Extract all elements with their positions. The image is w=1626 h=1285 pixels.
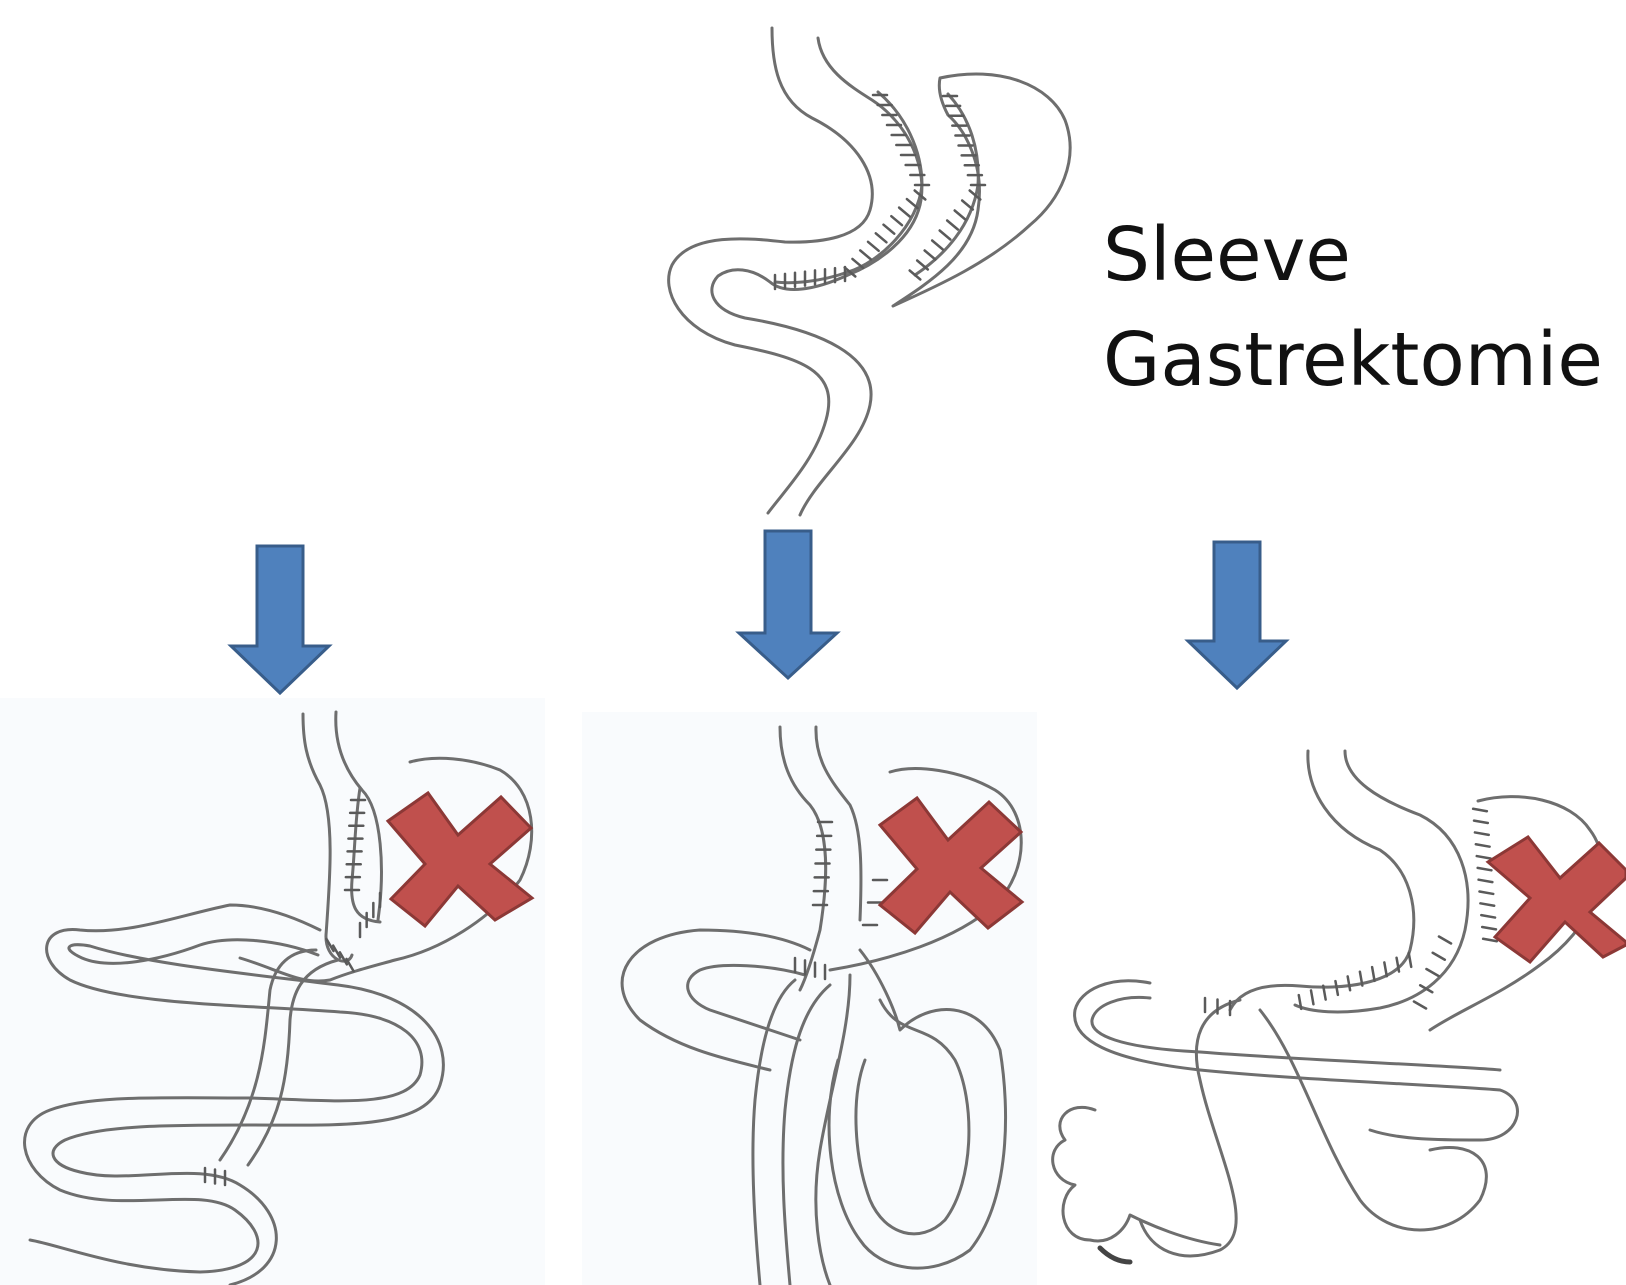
colon-end (1100, 1248, 1130, 1262)
staple-mark (876, 233, 887, 242)
down-arrow-icon (1188, 542, 1286, 688)
down-arrow-icon (739, 531, 837, 678)
staple-mark (1477, 856, 1491, 858)
staple-mark (1480, 903, 1494, 905)
staple-mark (899, 208, 910, 217)
staple-mark (1414, 1002, 1426, 1009)
staple-mark (955, 211, 966, 220)
staple-mark (1475, 832, 1489, 834)
left-arrow (231, 546, 329, 693)
staple-mark (891, 216, 902, 225)
staple-mark (860, 250, 871, 259)
staple-mark (962, 201, 973, 210)
staple-mark (925, 251, 936, 260)
title-line-2: Gastrektomie (1103, 317, 1603, 403)
x-mark-icon (1488, 837, 1626, 962)
staple-mark (1409, 953, 1411, 967)
staple-mark (1433, 953, 1445, 960)
staple-mark (1311, 990, 1313, 1004)
staple-mark (1439, 937, 1451, 944)
staple-mark (1479, 880, 1493, 882)
staple-mark (1426, 969, 1438, 976)
staple-mark (1481, 915, 1495, 917)
staple-mark (1476, 844, 1490, 846)
down-arrow-icon (231, 546, 329, 693)
staple-mark (1474, 821, 1488, 823)
staple-mark (907, 199, 918, 208)
staple-mark (947, 221, 958, 230)
staple-mark (1483, 939, 1497, 941)
title-line-1: Sleeve (1103, 212, 1351, 298)
right-arrow (1188, 542, 1286, 688)
staple-mark (1473, 809, 1487, 811)
staple-mark (868, 242, 879, 251)
staple-mark (1478, 868, 1492, 870)
staple-mark (1384, 962, 1386, 976)
staple-mark (1335, 981, 1337, 995)
right-panel-illustration (1053, 751, 1602, 1262)
center-arrow (739, 531, 837, 678)
staple-mark (1372, 967, 1374, 981)
staple-mark (852, 259, 863, 268)
staple-mark (1348, 976, 1350, 990)
center-panel-background (582, 712, 1037, 1285)
staple-mark (1482, 927, 1496, 929)
staple-mark (1479, 892, 1493, 894)
staple-mark (884, 225, 895, 234)
right-cross (1488, 837, 1626, 962)
sleeve-stomach-illustration (669, 28, 1070, 515)
staple-mark (932, 241, 943, 250)
staple-mark (940, 231, 951, 240)
